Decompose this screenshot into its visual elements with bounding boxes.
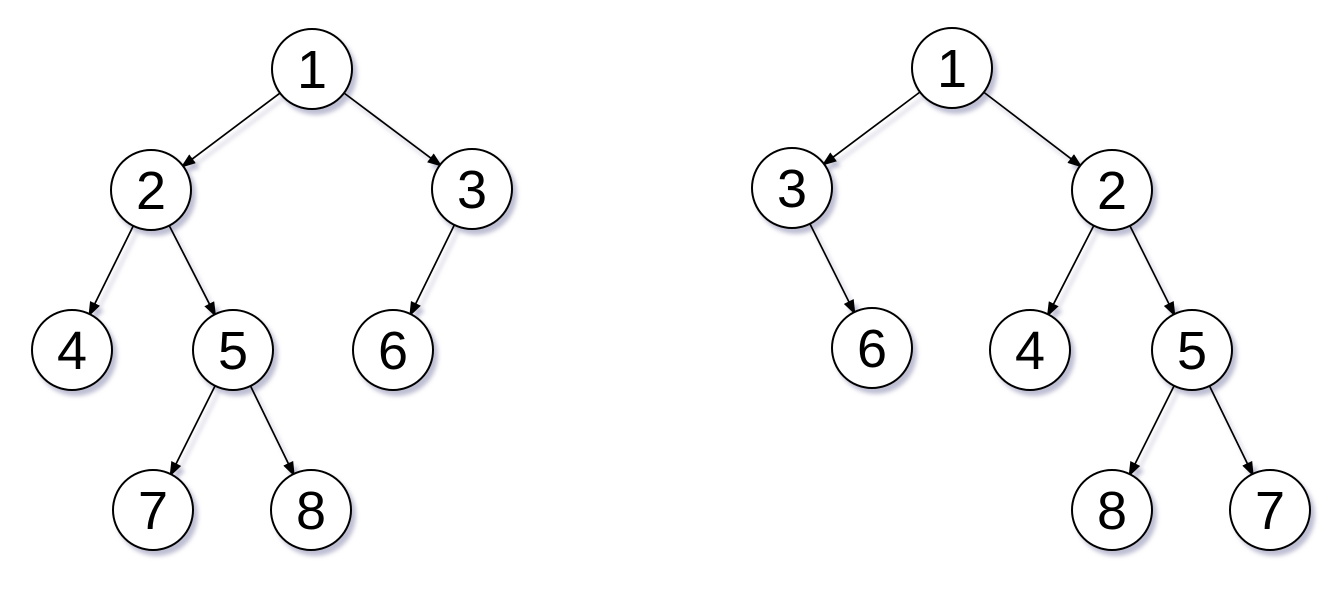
tree-node-8: 8 [1071,469,1153,551]
node-label: 5 [1177,321,1207,381]
tree-node-3: 3 [431,148,513,230]
node-circle [192,309,274,391]
node-circle [110,149,192,231]
tree-node-4: 4 [31,309,113,391]
edge-1-to-2 [983,91,1083,168]
tree-node-1: 1 [911,27,993,109]
node-circle [431,148,513,230]
tree-node-6: 6 [352,309,434,391]
node-label: 3 [777,159,807,219]
tree-node-5: 5 [192,309,274,391]
tree-node-3: 3 [751,147,833,229]
edge-2-to-4 [88,225,135,317]
node-label: 2 [1097,161,1127,221]
node-circle [831,307,913,389]
tree-node-7: 7 [112,469,194,551]
node-circle [751,147,833,229]
edge-5-to-8 [249,385,296,477]
node-label: 7 [138,481,168,541]
node-circle [1071,149,1153,231]
node-circle [270,469,352,551]
tree-node-2: 2 [1071,149,1153,231]
edge-1-to-2 [180,92,281,168]
edge-5-to-7 [1208,385,1255,477]
node-circle [352,309,434,391]
node-label: 4 [1015,321,1045,381]
tree-node-6: 6 [831,307,913,389]
edge-3-to-6 [408,224,456,317]
node-label: 6 [857,319,887,379]
node-label: 7 [1255,481,1285,541]
node-circle [1229,469,1311,551]
tree-node-5: 5 [1151,309,1233,391]
node-label: 3 [457,160,487,220]
edge-2-to-5 [1129,225,1176,317]
node-circle [1151,309,1233,391]
tree-node-2: 2 [110,149,192,231]
edge-2-to-4 [1046,225,1095,318]
node-circle [31,309,113,391]
left-tree: 1 2 3 4 5 6 7 8 [31,28,513,551]
node-label: 8 [1097,481,1127,541]
edge-1-to-3 [343,92,443,167]
node-circle [911,27,993,109]
node-label: 1 [297,40,327,100]
node-label: 2 [136,161,166,221]
node-label: 5 [218,321,248,381]
edge-3-to-6 [809,223,856,315]
node-label: 8 [296,481,326,541]
node-circle [271,28,353,110]
node-label: 6 [378,321,408,381]
tree-node-4: 4 [989,309,1071,391]
edge-1-to-3 [821,91,921,166]
tree-node-1: 1 [271,28,353,110]
tree-node-7: 7 [1229,469,1311,551]
node-circle [1071,469,1153,551]
edge-5-to-8 [1128,385,1175,477]
node-label: 1 [937,39,967,99]
edge-2-to-5 [168,225,217,318]
edge-5-to-7 [169,385,216,477]
tree-node-8: 8 [270,469,352,551]
node-circle [112,469,194,551]
node-circle [989,309,1071,391]
node-label: 4 [57,321,87,381]
right-tree: 1 3 2 6 4 5 8 7 [751,27,1311,551]
